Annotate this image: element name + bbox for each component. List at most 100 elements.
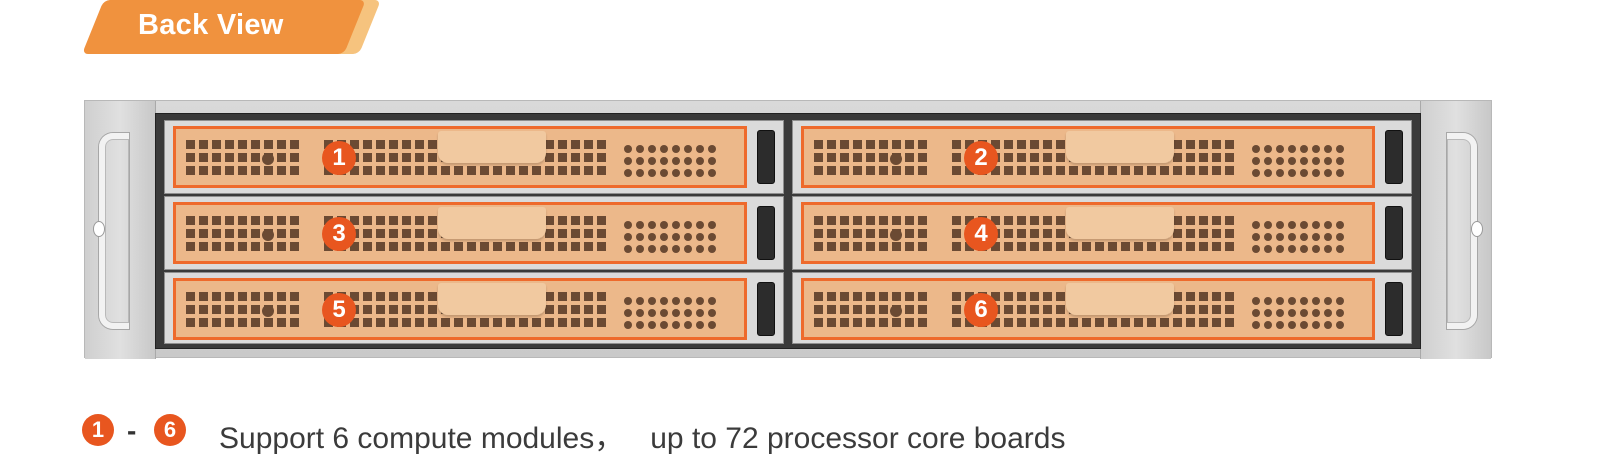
vent-slot (277, 153, 286, 162)
vent-slot (212, 229, 221, 238)
vent-slot (1017, 153, 1026, 162)
vent-slot (290, 318, 299, 327)
vent-dot (1264, 321, 1272, 329)
vent-slot (1030, 318, 1039, 327)
vent-slot (571, 140, 580, 149)
vent-slot (918, 140, 927, 149)
vent-slot (225, 140, 234, 149)
vent-slot (1134, 318, 1143, 327)
vent-dot (660, 297, 668, 305)
vent-slot (1069, 166, 1078, 175)
vent-slot (1186, 318, 1195, 327)
vent-slot (1043, 292, 1052, 301)
vent-slot (376, 318, 385, 327)
vent-slot (1108, 166, 1117, 175)
vent-slot (853, 318, 862, 327)
vent-slot (1134, 242, 1143, 251)
vent-dot (684, 157, 692, 165)
vent-dot (1312, 233, 1320, 241)
screw-hole (890, 305, 902, 317)
vent-slot (264, 242, 273, 251)
vent-slot (212, 318, 221, 327)
vent-dot (672, 157, 680, 165)
vent-slot (277, 216, 286, 225)
vent-slot (1199, 166, 1208, 175)
vent-slot (1004, 140, 1013, 149)
vent-slot (212, 216, 221, 225)
vent-slot (1173, 305, 1182, 314)
vent-slot (402, 242, 411, 251)
vent-slot (558, 305, 567, 314)
vent-slot (290, 229, 299, 238)
vent-dot (1276, 321, 1284, 329)
vent-dot (1336, 157, 1344, 165)
vent-slot (1212, 318, 1221, 327)
vent-dot (684, 297, 692, 305)
vent-slot (454, 318, 463, 327)
vent-slot (1225, 229, 1234, 238)
pull-handle (1066, 131, 1174, 163)
vent-slot (1043, 153, 1052, 162)
vent-slot (853, 305, 862, 314)
vent-dots (1252, 221, 1344, 253)
vent-dot (672, 297, 680, 305)
vent-slot (402, 292, 411, 301)
vent-slot (597, 242, 606, 251)
vent-slot (827, 216, 836, 225)
vent-dot (672, 221, 680, 229)
vent-slot (251, 229, 260, 238)
vent-slot (879, 229, 888, 238)
vent-slot (1225, 153, 1234, 162)
vent-slot (415, 318, 424, 327)
vent-dot (1252, 297, 1260, 305)
vent-slot (402, 153, 411, 162)
vent-dot (684, 309, 692, 317)
vent-dot (696, 145, 704, 153)
vent-slot (415, 242, 424, 251)
vent-dot (636, 145, 644, 153)
module-latch (757, 282, 775, 336)
vent-slot (363, 153, 372, 162)
vent-slot (225, 166, 234, 175)
vent-slot (840, 292, 849, 301)
vent-slot (952, 292, 961, 301)
vent-slot (238, 318, 247, 327)
vent-slot (493, 242, 502, 251)
vent-dot (1264, 297, 1272, 305)
vent-slot (251, 318, 260, 327)
vent-slot (840, 229, 849, 238)
vent-slot (532, 242, 541, 251)
vent-slot (428, 318, 437, 327)
module-number-badge: 6 (964, 293, 998, 327)
vent-dot (660, 157, 668, 165)
vent-slot (1030, 292, 1039, 301)
vent-slot (1186, 242, 1195, 251)
vent-slot (840, 305, 849, 314)
vent-slot (1199, 140, 1208, 149)
vent-slot (415, 153, 424, 162)
vent-slot (264, 140, 273, 149)
vent-slot (1056, 166, 1065, 175)
vent-slot (814, 153, 823, 162)
vent-slot (376, 229, 385, 238)
vent-dot (636, 309, 644, 317)
vent-dot (1312, 245, 1320, 253)
vent-dot (1288, 321, 1296, 329)
vent-dot (708, 221, 716, 229)
vent-slot (905, 318, 914, 327)
vent-slot (840, 153, 849, 162)
vent-slot (1043, 229, 1052, 238)
vent-slot (571, 166, 580, 175)
vent-slot (1199, 242, 1208, 251)
vent-slot (480, 242, 489, 251)
vent-slot (952, 153, 961, 162)
vent-dot (624, 221, 632, 229)
vent-slot (238, 166, 247, 175)
vent-dot (672, 169, 680, 177)
vent-slot (991, 292, 1000, 301)
vent-slot (277, 229, 286, 238)
vent-dot (1312, 309, 1320, 317)
vent-slot (428, 140, 437, 149)
module-bay-4: 4 (792, 196, 1412, 270)
vent-dot (636, 245, 644, 253)
